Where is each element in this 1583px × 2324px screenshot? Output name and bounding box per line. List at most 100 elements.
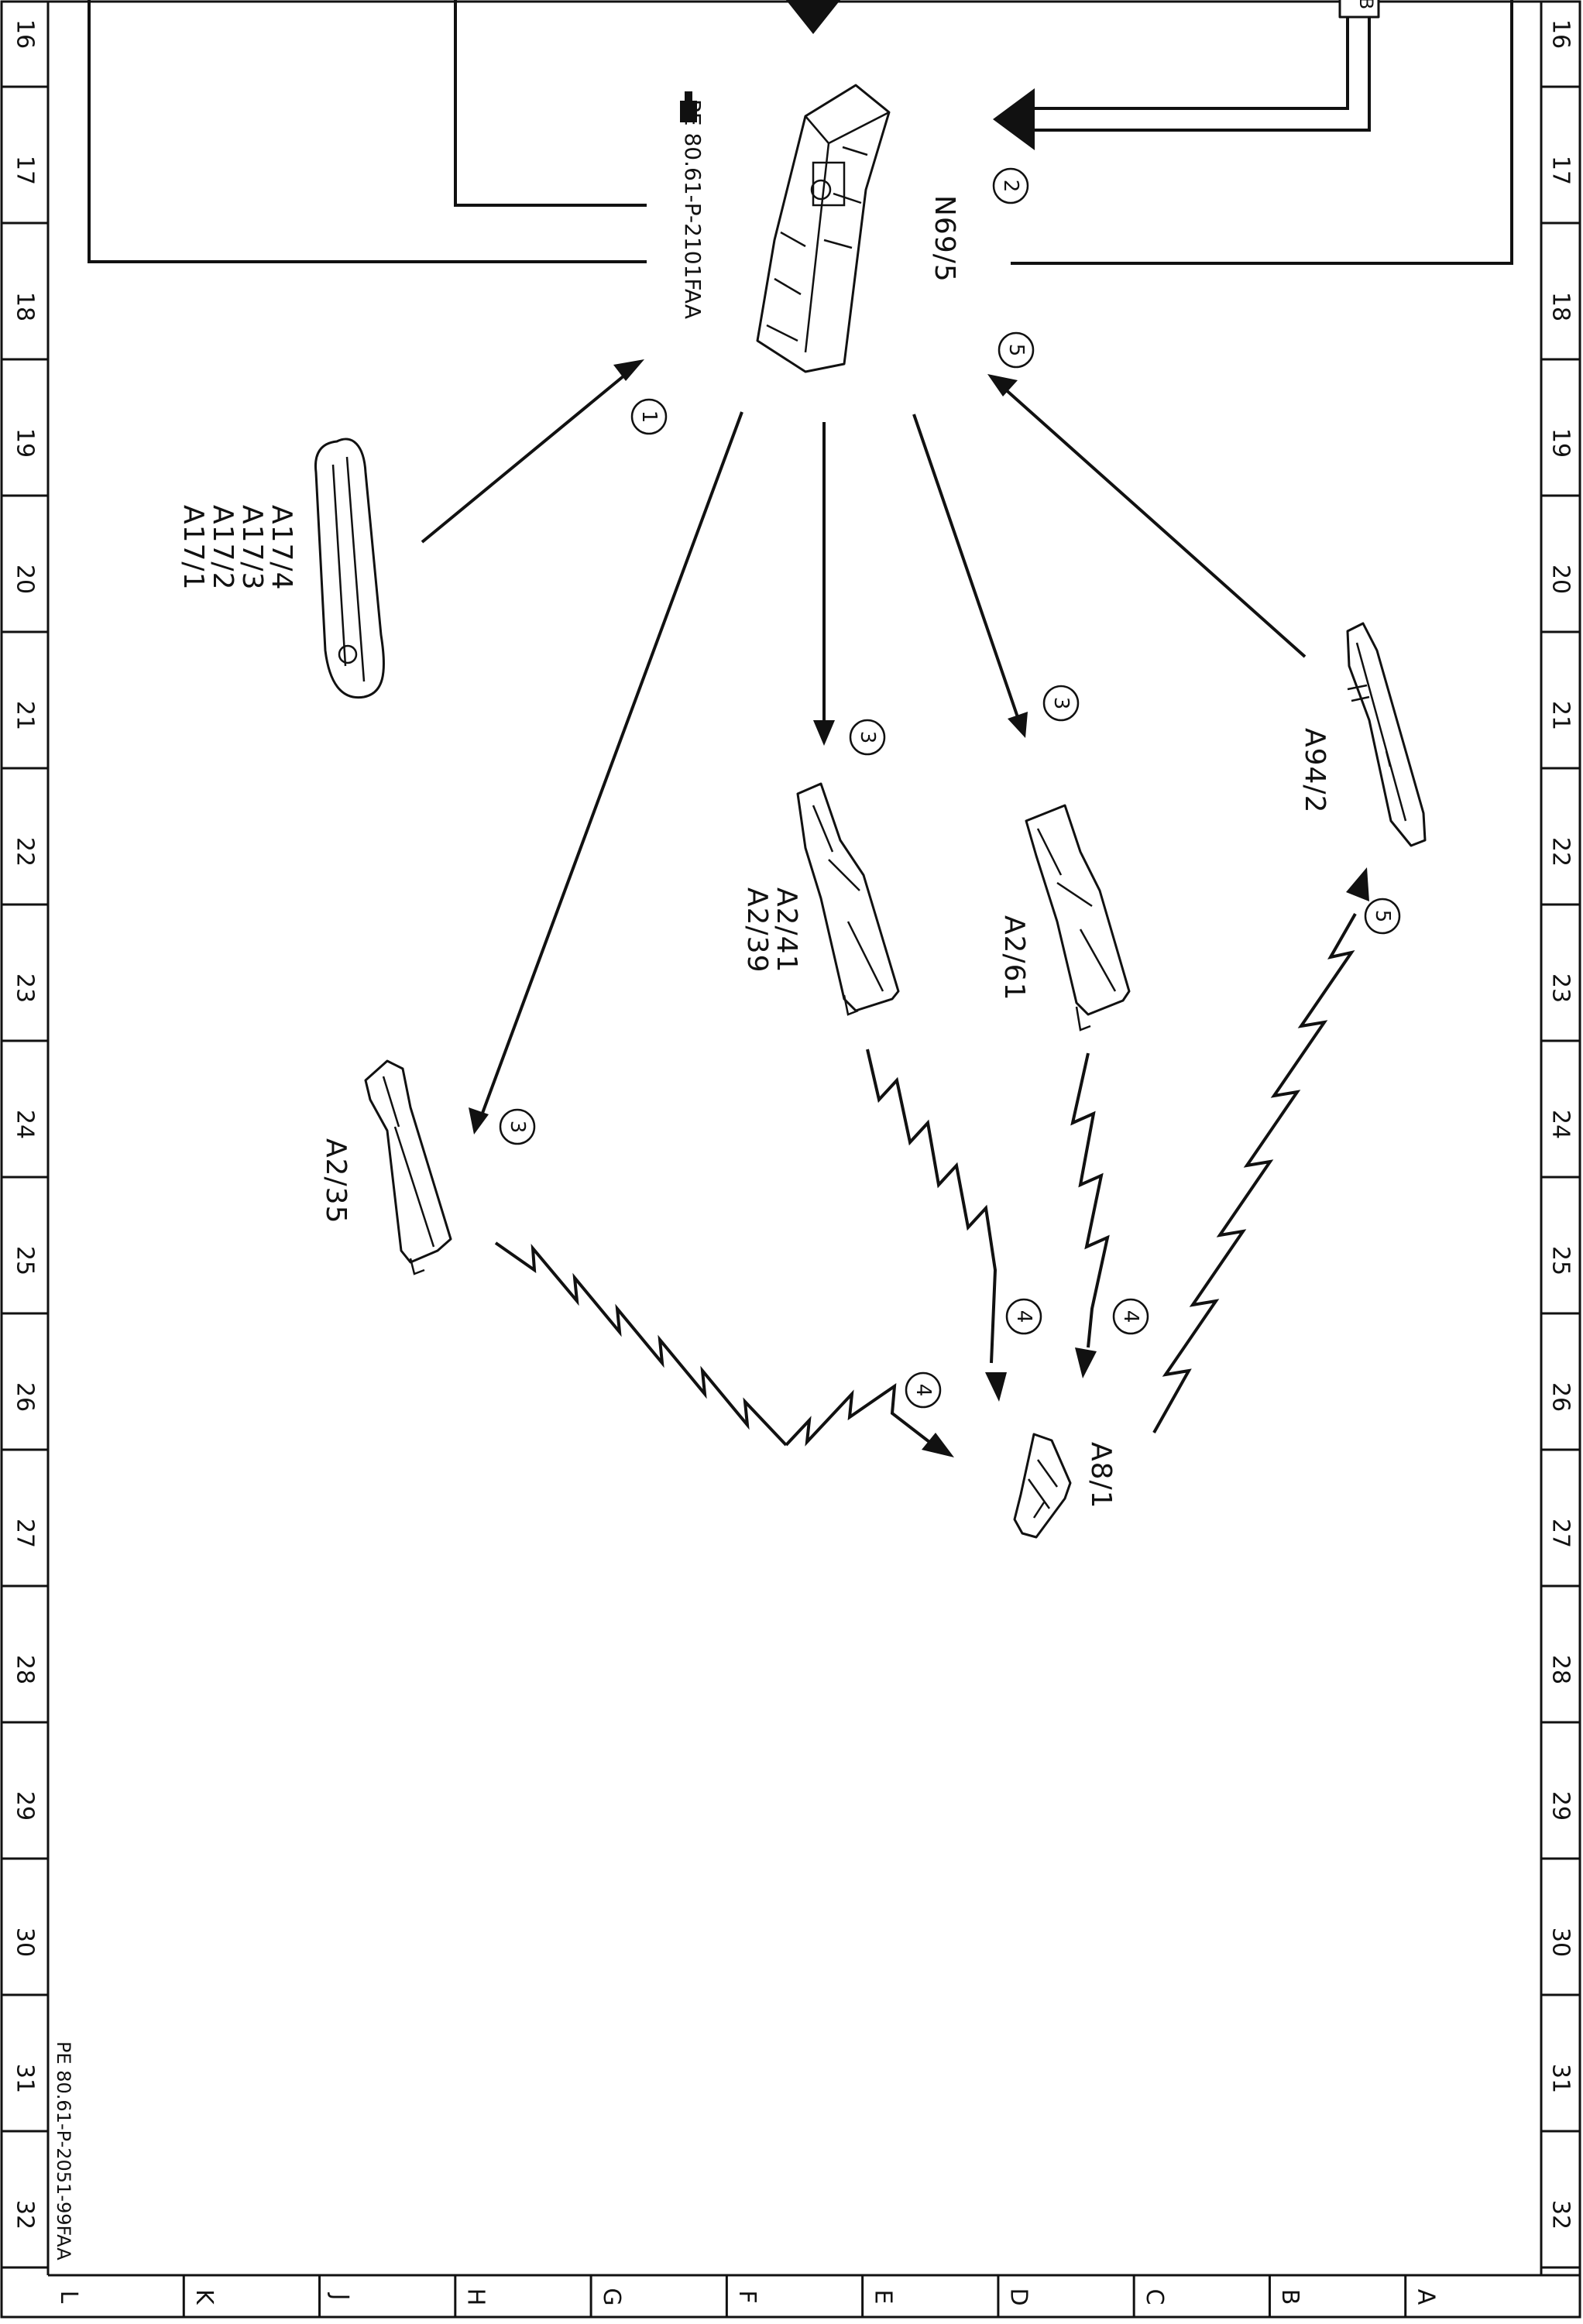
svg-text:3: 3 <box>506 1121 529 1134</box>
svg-text:4: 4 <box>912 1384 935 1397</box>
antenna-center-icon <box>796 782 900 1016</box>
control-unit-doc-ref: PE 80.61-P-2101FAA <box>680 99 706 319</box>
antenna-center-label-a2-39: A2/39 <box>741 887 773 973</box>
row-number: 19 <box>12 428 39 458</box>
svg-text:1: 1 <box>637 410 661 424</box>
svg-text:4: 4 <box>1012 1310 1035 1323</box>
step-marker-unit-to-center: 3 <box>849 719 886 756</box>
key-icon <box>1013 1433 1072 1539</box>
row-number: 18 <box>1547 292 1574 321</box>
row-number: 17 <box>12 156 39 185</box>
partial-connector-label: B <box>1355 0 1377 9</box>
row-number: 21 <box>12 701 39 730</box>
svg-text:2: 2 <box>999 180 1022 193</box>
arrow-unit-to-rear-antenna <box>469 411 743 1135</box>
partial-connector-icon <box>1338 0 1380 19</box>
column-letter: C <box>1141 2289 1168 2305</box>
row-number: 21 <box>1547 701 1574 730</box>
column-letter: B <box>1276 2289 1303 2305</box>
row-number: 30 <box>12 1928 39 1957</box>
step-marker-unit-to-rear: 3 <box>499 1108 536 1145</box>
wireless-d-to-key <box>1070 1052 1110 1378</box>
key-label: A8/1 <box>1085 1442 1117 1509</box>
feed-line-b <box>88 0 647 263</box>
column-grid-ticks <box>182 2275 1407 2317</box>
column-letter: K <box>191 2289 218 2305</box>
feed-line-a <box>454 0 647 207</box>
row-number: 20 <box>12 565 39 594</box>
row-number: 20 <box>1547 565 1574 594</box>
antenna-center-label-a2-41: A2/41 <box>771 887 802 973</box>
step-marker-trunk-to-unit: 5 <box>998 331 1035 369</box>
row-number: 19 <box>1547 428 1574 458</box>
step-marker-key-to-trunk: 5 <box>1364 898 1401 935</box>
antenna-d-icon <box>1025 804 1131 1032</box>
column-letter: D <box>1005 2288 1032 2305</box>
bus-input-line <box>993 15 1371 150</box>
top-input-arrow <box>786 0 840 34</box>
row-number: 32 <box>1547 2200 1574 2230</box>
antenna-trunk-icon <box>1346 622 1427 847</box>
arrow-unit-to-d-antenna <box>912 414 1028 738</box>
handle-label-a17-2: A17/2 <box>207 505 239 590</box>
step-marker-d-to-key: 4 <box>1112 1298 1149 1335</box>
row-number: 28 <box>12 1655 39 1684</box>
column-letter: E <box>869 2290 896 2305</box>
antenna-trunk-label: A94/2 <box>1299 728 1331 813</box>
step-marker-bus-input: 2 <box>992 167 1029 204</box>
column-letter: J <box>326 2292 353 2301</box>
step-marker-handle-to-unit: 1 <box>630 398 668 435</box>
wireless-center-to-key <box>866 1049 1007 1402</box>
row-number: 29 <box>12 1791 39 1821</box>
svg-text:3: 3 <box>856 731 879 744</box>
row-number: 27 <box>1547 1519 1574 1548</box>
column-letter: A <box>1413 2289 1440 2305</box>
arrow-handle-to-unit <box>421 359 644 544</box>
svg-text:5: 5 <box>1004 344 1028 357</box>
column-letter: G <box>598 2288 625 2305</box>
row-number: 17 <box>1547 156 1574 185</box>
row-number: 16 <box>12 19 39 49</box>
control-unit-label: N69/5 <box>929 195 960 283</box>
row-number: 31 <box>1547 2064 1574 2093</box>
row-grid-ticks <box>2 85 1580 2269</box>
antenna-rear-label: A2/35 <box>320 1138 352 1224</box>
row-number: 24 <box>12 1110 39 1139</box>
antenna-d-label: A2/61 <box>998 915 1030 1001</box>
row-number: 23 <box>12 973 39 1003</box>
door-handle-icon <box>314 438 386 699</box>
row-number: 18 <box>12 292 39 321</box>
row-number: 22 <box>12 837 39 867</box>
feed-line-c <box>1011 0 1513 265</box>
row-number: 31 <box>12 2064 39 2093</box>
row-number: 25 <box>1547 1246 1574 1275</box>
svg-text:4: 4 <box>1119 1310 1142 1323</box>
row-number: 16 <box>1547 19 1574 49</box>
row-number: 25 <box>12 1246 39 1275</box>
wireless-rear-to-key <box>494 1241 954 1457</box>
row-number: 30 <box>1547 1928 1574 1957</box>
step-marker-rear-to-key: 4 <box>905 1371 942 1409</box>
arrow-trunk-antenna-to-unit <box>987 374 1307 658</box>
control-unit-icon <box>756 84 891 373</box>
row-number: 26 <box>1547 1382 1574 1412</box>
row-number: 26 <box>12 1382 39 1412</box>
row-number: 29 <box>1547 1791 1574 1821</box>
row-number: 22 <box>1547 837 1574 867</box>
row-number: 23 <box>1547 973 1574 1003</box>
wireless-key-to-trunk-antenna <box>1152 867 1369 1433</box>
arrow-unit-to-center-antenna <box>813 422 835 746</box>
antenna-rear-icon <box>364 1059 452 1275</box>
step-marker-unit-to-d: 3 <box>1042 685 1080 722</box>
column-letter: F <box>733 2290 761 2303</box>
column-letter: L <box>55 2291 82 2304</box>
reference-hand-icon <box>680 91 697 122</box>
step-marker-center-to-key: 4 <box>1005 1298 1042 1335</box>
row-number: 28 <box>1547 1655 1574 1684</box>
handle-label-a17-3: A17/3 <box>236 505 268 590</box>
handle-label-a17-1: A17/1 <box>177 505 209 590</box>
row-number: 24 <box>1547 1110 1574 1139</box>
